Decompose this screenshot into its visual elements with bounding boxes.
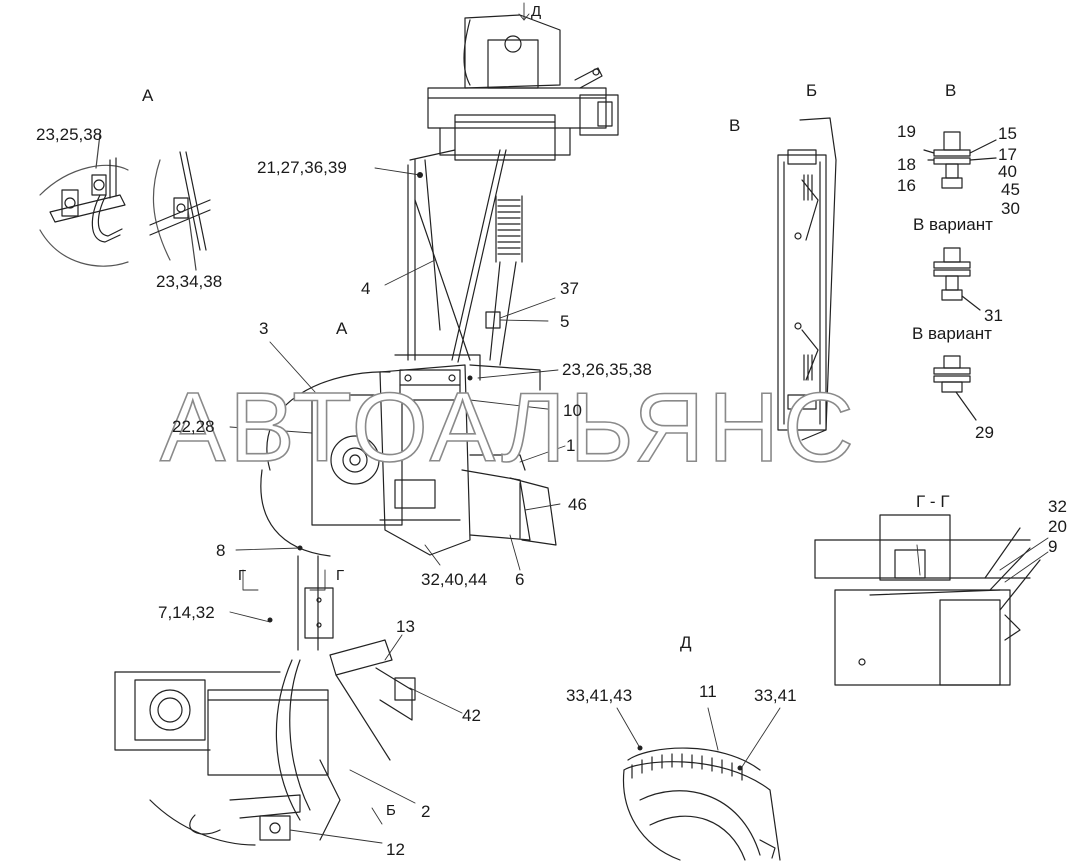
callout-32-section: 32 bbox=[1048, 497, 1067, 516]
callout-31: 31 bbox=[984, 306, 1003, 325]
leader-lines bbox=[229, 2, 1049, 844]
callout-46: 46 bbox=[568, 495, 587, 514]
section-g-g bbox=[814, 514, 1041, 686]
callout-42: 42 bbox=[462, 706, 481, 725]
callout-9: 9 bbox=[1048, 537, 1058, 556]
view-label-v-on-b: В bbox=[729, 116, 741, 135]
callout-23-26-35-38: 23,26,35,38 bbox=[562, 360, 652, 379]
callout-45: 45 bbox=[1001, 180, 1020, 199]
view-mark-b-arrow: Б bbox=[386, 802, 396, 819]
detail-b bbox=[777, 117, 837, 441]
callout-5: 5 bbox=[560, 312, 570, 331]
callout-6: 6 bbox=[515, 570, 525, 589]
callout-16: 16 bbox=[897, 176, 916, 195]
lower-assembly bbox=[114, 639, 416, 846]
view-label-d-detail: Д bbox=[680, 633, 692, 652]
callout-1: 1 bbox=[566, 436, 576, 455]
callout-19: 19 bbox=[897, 122, 916, 141]
callout-3: 3 bbox=[259, 319, 269, 338]
callout-13: 13 bbox=[396, 617, 415, 636]
callout-23-25-38: 23,25,38 bbox=[36, 125, 103, 144]
callout-30: 30 bbox=[1001, 199, 1020, 218]
callout-8: 8 bbox=[216, 541, 226, 560]
callout-20: 20 bbox=[1048, 517, 1067, 536]
callout-10: 10 bbox=[563, 401, 582, 420]
callout-29: 29 bbox=[975, 423, 994, 442]
callout-37: 37 bbox=[560, 279, 579, 298]
section-mark-g-right: Г bbox=[336, 567, 345, 584]
callout-7-14-32: 7,14,32 bbox=[158, 603, 215, 622]
callout-12: 12 bbox=[386, 840, 405, 859]
callout-15: 15 bbox=[998, 124, 1017, 143]
view-mark-d-top: Д bbox=[531, 3, 542, 20]
callout-32-40-44: 32,40,44 bbox=[421, 570, 488, 589]
callout-40: 40 bbox=[998, 162, 1017, 181]
section-label-g-g: Г - Г bbox=[916, 492, 950, 511]
callout-33-41: 33,41 bbox=[754, 686, 797, 705]
callout-33-41-43: 33,41,43 bbox=[566, 686, 633, 705]
detail-a bbox=[39, 133, 211, 271]
view-label-b-detail: Б bbox=[806, 81, 818, 100]
variant-label-1: В вариант bbox=[913, 215, 993, 234]
detail-v bbox=[923, 131, 997, 421]
main-assembly bbox=[260, 14, 619, 651]
callout-4: 4 bbox=[361, 279, 371, 298]
callout-23-34-38: 23,34,38 bbox=[156, 272, 223, 291]
section-mark-g-left: Г bbox=[238, 567, 247, 584]
fastener-marks bbox=[267, 172, 743, 771]
view-label-a-main: А bbox=[336, 319, 348, 338]
callout-18: 18 bbox=[897, 155, 916, 174]
view-label-v-detail: В bbox=[945, 81, 957, 100]
callout-21-27-36-39: 21,27,36,39 bbox=[257, 158, 347, 177]
callout-11: 11 bbox=[699, 682, 717, 701]
callout-17: 17 bbox=[998, 145, 1017, 164]
detail-d bbox=[622, 747, 781, 861]
callout-22-28: 22,28 bbox=[172, 417, 215, 436]
view-label-a-detail: А bbox=[142, 86, 154, 105]
callout-2: 2 bbox=[421, 802, 431, 821]
variant-label-2: В вариант bbox=[912, 324, 992, 343]
